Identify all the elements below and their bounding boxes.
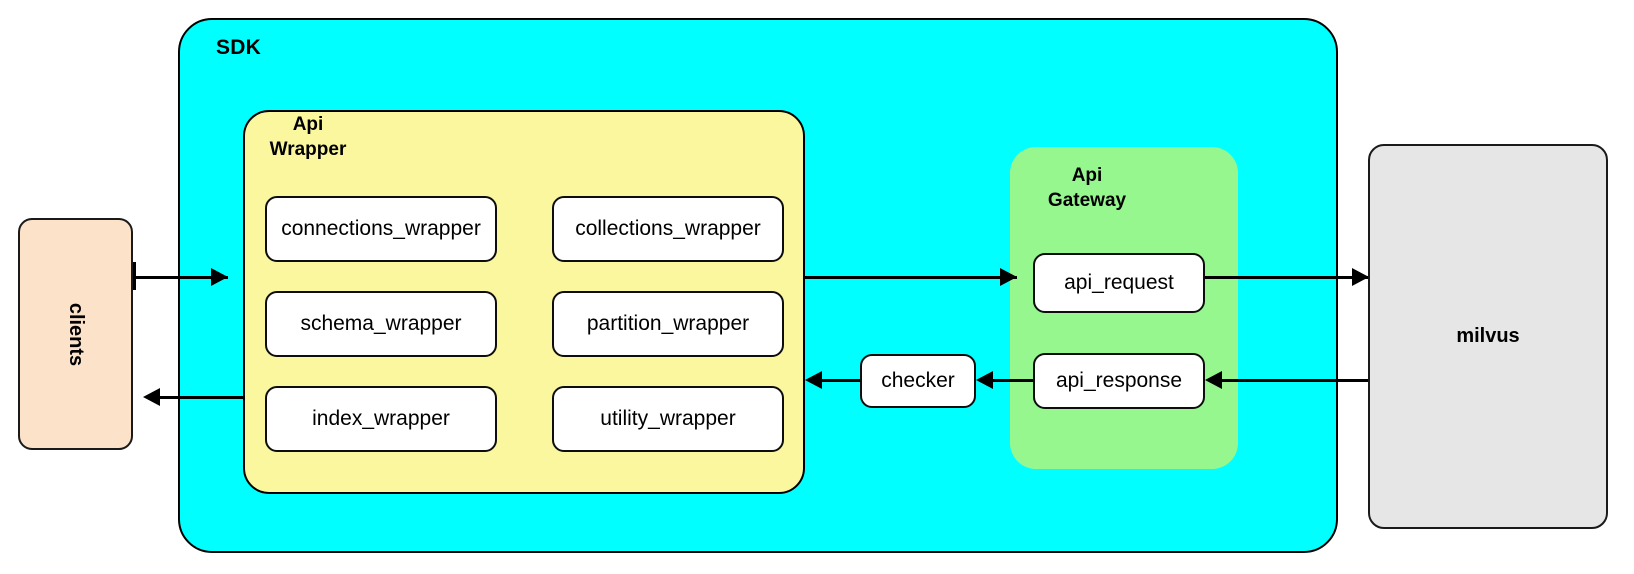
- node-partition-wrapper[interactable]: partition_wrapper: [552, 291, 784, 357]
- container-api-gateway-label: Api Gateway: [1022, 163, 1152, 213]
- node-clients[interactable]: clients: [18, 218, 133, 450]
- node-milvus-label: milvus: [1456, 325, 1520, 347]
- container-api-wrapper-label-line1: Api: [292, 114, 324, 135]
- container-api-wrapper-label: Api Wrapper: [253, 112, 363, 162]
- node-api-response[interactable]: api_response: [1033, 353, 1205, 409]
- arrowhead-clients-to-wrapper: [211, 268, 228, 286]
- edge-wrapper-to-clients: [160, 396, 243, 399]
- edge-request-to-milvus: [1205, 276, 1368, 279]
- arrowhead-milvus-to-response: [1205, 371, 1222, 389]
- container-sdk-label: SDK: [216, 36, 261, 59]
- edge-clients-to-wrapper: [133, 276, 228, 279]
- arrowhead-request-to-milvus: [1352, 268, 1369, 286]
- container-api-gateway-label-line1: Api: [1071, 165, 1103, 186]
- edge-milvus-to-response: [1212, 379, 1368, 382]
- arrowhead-wrapper-to-clients: [143, 388, 160, 406]
- node-collections-wrapper[interactable]: collections_wrapper: [552, 196, 784, 262]
- node-schema-wrapper[interactable]: schema_wrapper: [265, 291, 497, 357]
- edge-wrapper-to-gateway: [805, 276, 1017, 279]
- arrowhead-response-to-checker: [976, 371, 993, 389]
- edge-response-to-checker: [985, 379, 1033, 382]
- node-milvus[interactable]: milvus: [1368, 144, 1608, 529]
- node-checker[interactable]: checker: [860, 354, 976, 408]
- arrowhead-wrapper-to-gateway: [1000, 268, 1017, 286]
- edge-checker-to-wrapper: [814, 379, 860, 382]
- node-clients-label: clients: [64, 302, 87, 366]
- node-connections-wrapper[interactable]: connections_wrapper: [265, 196, 497, 262]
- container-api-gateway-label-line2: Gateway: [1047, 190, 1127, 212]
- container-api-wrapper-label-line2: Wrapper: [269, 139, 347, 161]
- node-api-request[interactable]: api_request: [1033, 253, 1205, 313]
- node-utility-wrapper[interactable]: utility_wrapper: [552, 386, 784, 452]
- edge-clients-to-wrapper-stub: [133, 262, 136, 290]
- arrowhead-checker-to-wrapper: [805, 371, 822, 389]
- node-index-wrapper[interactable]: index_wrapper: [265, 386, 497, 452]
